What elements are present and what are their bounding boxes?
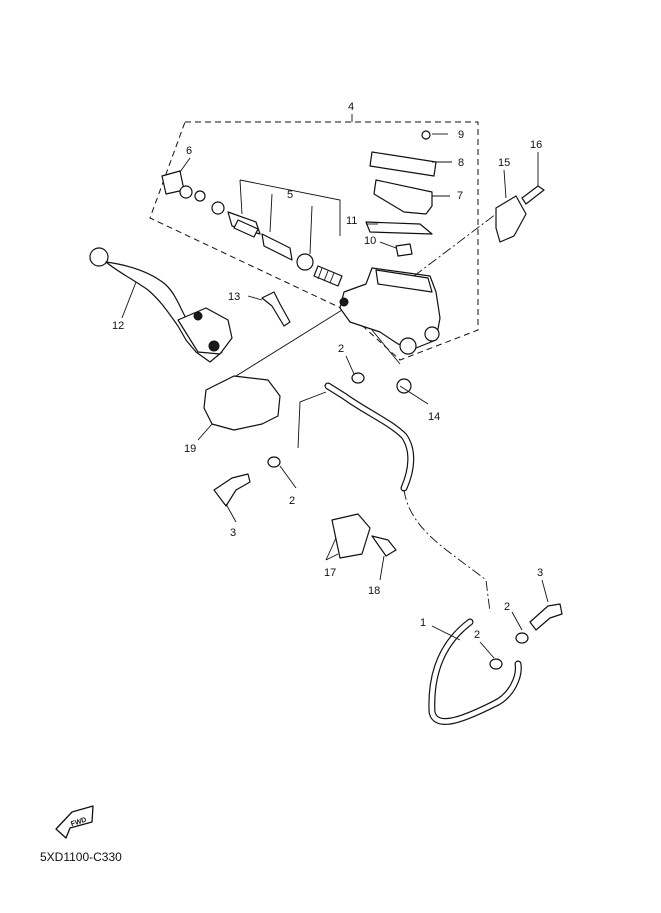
callout-9: 9 xyxy=(458,129,464,141)
callout-15: 15 xyxy=(498,157,510,169)
callout-2-mid: 2 xyxy=(289,495,295,507)
bracket-19 xyxy=(203,375,281,431)
float xyxy=(395,243,413,257)
diaphragm xyxy=(365,221,433,235)
callout-3-left: 3 xyxy=(230,527,236,539)
washer-2-mid xyxy=(267,456,281,468)
callout-6: 6 xyxy=(186,145,192,157)
callout-2-right-1: 2 xyxy=(504,601,510,613)
bolt-3-right xyxy=(529,603,563,631)
bolt-3-left xyxy=(213,473,251,507)
washer-2-right-2 xyxy=(489,658,503,670)
callout-19: 19 xyxy=(184,443,196,455)
callout-3-right: 3 xyxy=(537,567,543,579)
pivot-bolt-13 xyxy=(261,291,291,327)
callout-12: 12 xyxy=(112,320,124,332)
washer-2-upper xyxy=(351,372,365,384)
callout-10: 10 xyxy=(364,235,376,247)
cap-plate xyxy=(373,179,433,215)
callout-13: 13 xyxy=(228,291,240,303)
callout-11: 11 xyxy=(346,215,357,227)
reservoir-cap xyxy=(369,151,437,177)
cap-screw xyxy=(421,130,431,140)
nut-14 xyxy=(396,378,412,394)
piston-kit xyxy=(161,170,343,287)
callout-8: 8 xyxy=(458,157,464,169)
callout-14: 14 xyxy=(428,411,440,423)
fwd-arrow-icon: FWD xyxy=(55,805,94,839)
master-cylinder-body xyxy=(339,267,441,355)
bolt-18 xyxy=(371,535,397,557)
brake-lever xyxy=(89,247,233,363)
callout-17: 17 xyxy=(324,567,336,579)
callout-2-right-2: 2 xyxy=(474,629,480,641)
washer-2-right-1 xyxy=(515,632,529,644)
callout-2-upper: 2 xyxy=(338,343,344,355)
callout-7: 7 xyxy=(457,190,463,202)
callout-16: 16 xyxy=(530,139,542,151)
fwd-label: FWD xyxy=(70,817,87,829)
diagram-code: 5XD1100-C330 xyxy=(40,850,122,864)
clamp-15 xyxy=(495,195,527,243)
bracket-17 xyxy=(331,513,371,559)
leader-lines xyxy=(121,114,549,659)
callout-4: 4 xyxy=(348,101,354,113)
assembly-outline xyxy=(149,121,479,361)
callout-5: 5 xyxy=(287,189,293,201)
bolt-16 xyxy=(521,185,545,205)
callout-1: 1 xyxy=(420,617,426,629)
brake-hose-upper xyxy=(324,382,415,492)
callout-18: 18 xyxy=(368,585,380,597)
